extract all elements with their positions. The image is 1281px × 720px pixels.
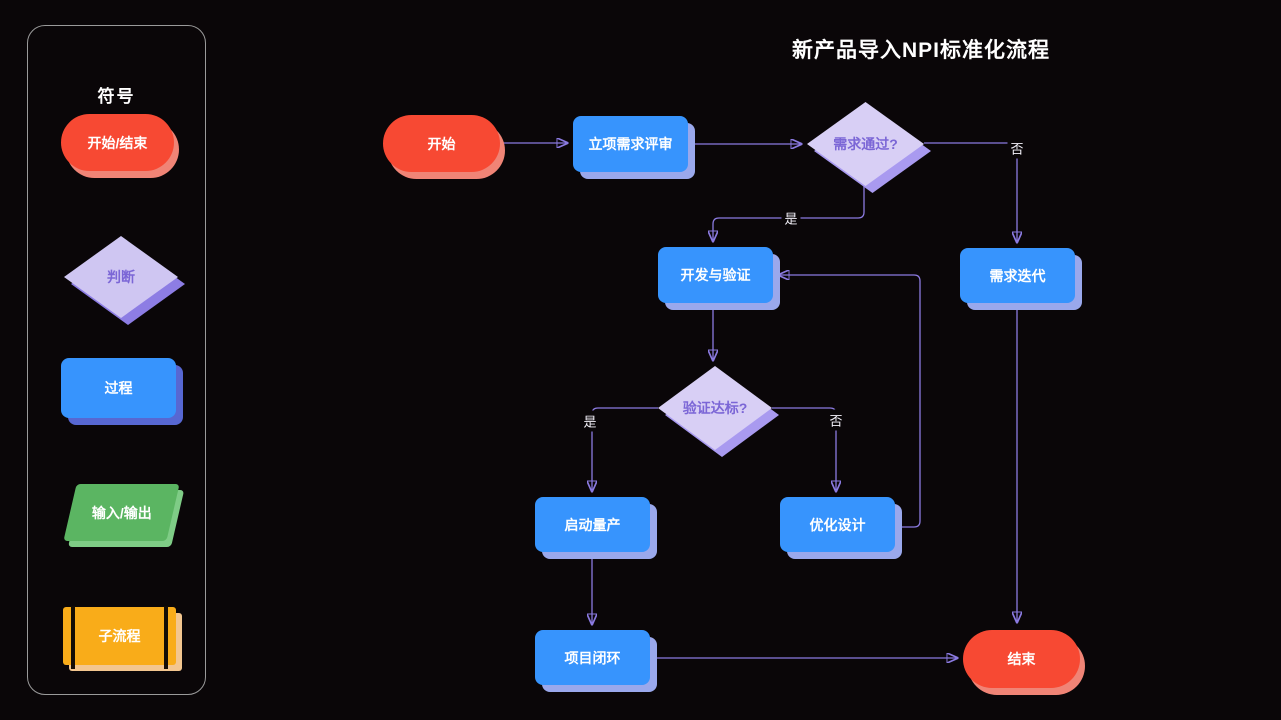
edge-reqpass-reqiterate-no	[924, 142, 1017, 242]
node-optimize-design-label: 优化设计	[809, 516, 866, 533]
node-req-pass-label: 需求通过?	[833, 136, 898, 152]
subprocess-bar-icon	[71, 606, 75, 669]
legend-item-process[interactable]: 过程	[61, 358, 176, 418]
node-end[interactable]: 结束	[963, 630, 1080, 688]
node-dev-verify[interactable]: 开发与验证	[658, 247, 773, 303]
subprocess-bar-icon	[164, 606, 168, 669]
node-req-iterate-label: 需求迭代	[989, 267, 1046, 284]
node-review[interactable]: 立项需求评审	[573, 116, 688, 172]
node-start-label: 开始	[427, 135, 456, 152]
edge-label-req-pass-yes: 是	[781, 207, 801, 229]
node-optimize-design[interactable]: 优化设计	[780, 497, 895, 552]
edge-label-verify-pass-yes: 是	[580, 410, 600, 432]
legend-panel: 符号 开始/结束 判断 过程 输入/输出 子流程	[27, 25, 206, 695]
node-start[interactable]: 开始	[383, 115, 500, 172]
node-dev-verify-label: 开发与验证	[680, 267, 751, 283]
legend-item-subprocess-label: 子流程	[98, 628, 141, 644]
legend-title: 符号	[97, 87, 136, 106]
node-req-pass[interactable]: 需求通过?	[807, 102, 931, 193]
node-verify-pass-label: 验证达标?	[682, 400, 748, 416]
node-review-label: 立项需求评审	[588, 136, 673, 152]
page-title: 新产品导入NPI标准化流程	[791, 39, 1050, 62]
edge-optimizedesign-devverify-loop	[779, 275, 921, 528]
legend-item-decision-label: 判断	[107, 269, 135, 285]
node-project-close-label: 项目闭环	[564, 649, 621, 666]
legend-item-subprocess[interactable]: 子流程	[63, 606, 176, 669]
edge-label-req-pass-no: 否	[1007, 137, 1027, 159]
legend-item-decision[interactable]: 判断	[64, 236, 185, 325]
edge-label-verify-pass-no: 否	[826, 409, 846, 431]
legend-item-process-label: 过程	[104, 380, 133, 396]
node-mass-production-label: 启动量产	[564, 516, 621, 533]
edge-verifypass-massproduction-yes	[592, 407, 658, 491]
node-mass-production[interactable]: 启动量产	[535, 497, 650, 552]
node-verify-pass[interactable]: 验证达标?	[658, 366, 779, 457]
node-project-close[interactable]: 项目闭环	[535, 630, 650, 685]
legend-item-terminator-label: 开始/结束	[87, 134, 148, 151]
legend-item-terminator[interactable]: 开始/结束	[61, 114, 174, 171]
node-req-iterate[interactable]: 需求迭代	[960, 248, 1075, 303]
node-end-label: 结束	[1007, 651, 1036, 667]
